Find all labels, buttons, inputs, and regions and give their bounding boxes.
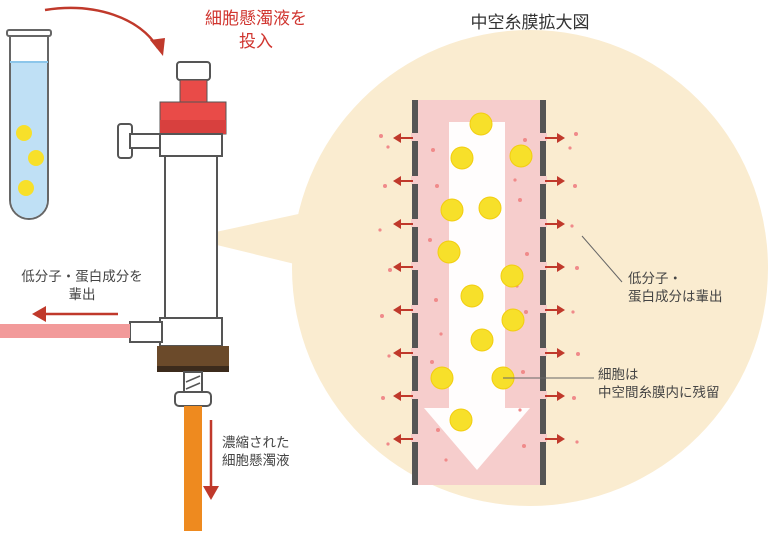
cells-line1: 細胞は [598, 367, 639, 383]
input-label-line1: 細胞懸濁液を [205, 9, 307, 29]
concentrated-line2: 細胞懸濁液 [222, 453, 290, 470]
cells-label: 細胞は 中空間糸膜内に残留 [598, 366, 758, 402]
discharge-right-line2: 蛋白成分は輩出 [628, 289, 723, 306]
test-tube [6, 29, 52, 220]
input-arrow [44, 6, 160, 49]
cells-line2: 中空間糸膜内に残留 [598, 385, 720, 402]
outer-particles [378, 132, 580, 446]
discharge-left-line1: 低分子・蛋白成分を [21, 269, 143, 285]
input-label-line2: 投入 [239, 31, 273, 52]
filter-module [117, 61, 229, 531]
input-arrowhead [150, 38, 165, 56]
discharge-right-line1: 低分子・ [628, 271, 682, 287]
discharge-left-line2: 輩出 [68, 287, 96, 304]
discharge-arrows [393, 133, 565, 444]
magnified-title: 中空糸膜拡大図 [470, 13, 590, 33]
discharge-arrowhead [32, 306, 46, 322]
hollow-fiber [411, 100, 547, 485]
discharge-pipe [0, 324, 130, 338]
input-label: 細胞懸濁液を 投入 [200, 8, 312, 54]
discharge-left-label: 低分子・蛋白成分を 輩出 [12, 268, 152, 304]
concentrated-line1: 濃縮された [222, 435, 290, 451]
output-arrowhead [203, 486, 219, 500]
leader-line-discharge [581, 235, 623, 283]
discharge-right-label: 低分子・ 蛋白成分は輩出 [628, 270, 752, 306]
concentrated-label: 濃縮された 細胞懸濁液 [222, 434, 314, 470]
